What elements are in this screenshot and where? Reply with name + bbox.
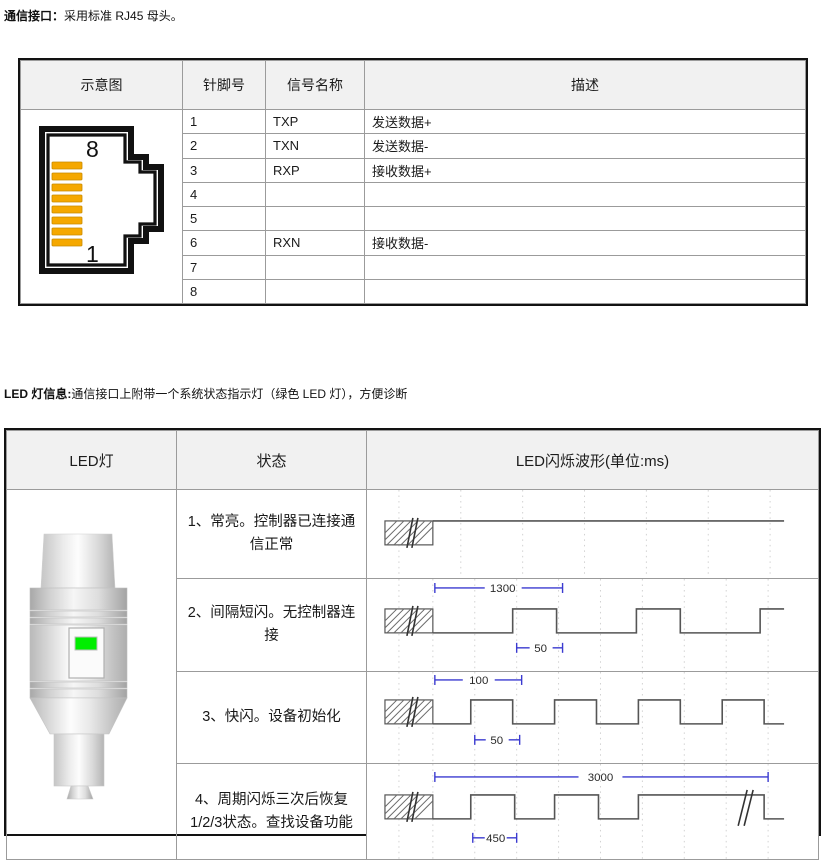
dimension-label-50a: 50 [534, 643, 547, 655]
led-header-wave: LED闪烁波形(单位:ms) [366, 430, 819, 490]
led-status-table: LED灯 状态 LED闪烁波形(单位:ms) [4, 428, 821, 860]
dimension-label-1300: 1300 [490, 583, 516, 595]
table-row: 5 [21, 205, 806, 232]
led-intro-note: LED 灯信息:通信接口上附带一个系统状态指示灯（绿色 LED 灯），方便诊断 [4, 386, 407, 402]
signal-name-cell [265, 254, 365, 280]
led-state-cell: 1、常亮。控制器已连接通信正常 [176, 489, 367, 579]
table-row: 2 TXN 发送数据- [21, 133, 806, 159]
led-state-cell: 3、快闪。设备初始化 [176, 670, 367, 765]
rj45-pin1-label: 1 [86, 241, 99, 267]
signal-name-cell [265, 181, 365, 208]
rj45-intro-label: 通信接口： [4, 9, 65, 23]
pin-number-cell: 8 [182, 278, 266, 305]
led-header-lamp: LED灯 [6, 430, 177, 490]
waveform-slow-blink: 1300 [367, 578, 818, 671]
table-row: 6 RXN 接收数据- [21, 230, 806, 256]
pin-number-cell: 1 [182, 108, 266, 135]
pinout-header-row: 示意图 针脚号 信号名称 描述 [20, 60, 806, 110]
dimension-label-3000: 3000 [588, 772, 614, 784]
led-header-row: LED灯 状态 LED闪烁波形(单位:ms) [6, 430, 819, 490]
description-cell [364, 205, 806, 232]
led-intro-label: LED 灯信息: [4, 387, 72, 401]
signal-name-cell [265, 205, 365, 232]
rj45-pinout-table: 示意图 针脚号 信号名称 描述 [18, 58, 808, 306]
rj45-pin8-label: 8 [86, 136, 99, 162]
signal-name-cell: RXP [265, 157, 365, 183]
pin-number-cell: 2 [182, 133, 266, 159]
description-cell [364, 254, 806, 280]
led-waveform-cell-1 [366, 489, 819, 579]
led-waveform-cell-2: 1300 [366, 577, 819, 672]
pin-number-cell: 7 [182, 254, 266, 280]
waveform-svg-4: 3000 [384, 764, 785, 860]
waveform-svg-3: 100 [384, 671, 785, 764]
document-page: 通信接口：采用标准 RJ45 母头。 示意图 针脚号 信号名称 描述 [4, 8, 821, 860]
rj45-intro-note: 通信接口：采用标准 RJ45 母头。 [4, 8, 183, 24]
table-row: 7 [21, 254, 806, 280]
pin-number-cell: 5 [182, 205, 266, 232]
led-waveform-cell-4: 3000 [366, 763, 819, 860]
rj45-jack-icon: 8 1 [38, 125, 164, 274]
pin-number-cell: 3 [182, 157, 266, 183]
pinout-header-diagram: 示意图 [20, 60, 183, 110]
dimension-label-450: 450 [486, 833, 505, 845]
led-intro-text: 通信接口上附带一个系统状态指示灯（绿色 LED 灯），方便诊断 [71, 387, 408, 401]
dimension-label-50b: 50 [490, 734, 503, 746]
description-cell [364, 181, 806, 208]
rj45-diagram-cell: 8 1 [20, 109, 183, 304]
led-state-cell: 4、周期闪烁三次后恢复1/2/3状态。查找设备功能 [176, 763, 367, 860]
description-cell: 接收数据- [364, 230, 806, 256]
table-row: 8 [21, 278, 806, 305]
waveform-triple-burst: 3000 [367, 764, 818, 860]
waveform-fast-blink: 100 [367, 671, 818, 764]
rj45-intro-text: 采用标准 RJ45 母头。 [64, 9, 183, 23]
rj45-connector-graphic: 8 1 [21, 110, 182, 303]
signal-name-cell: TXP [265, 108, 365, 135]
led-state-cell: 2、间隔短闪。无控制器连接 [176, 577, 367, 672]
signal-name-cell: TXN [265, 133, 365, 159]
signal-name-cell: RXN [265, 230, 365, 256]
green-led-indicator [74, 636, 97, 651]
led-header-state: 状态 [176, 430, 367, 490]
table-row: 1、常亮。控制器已连接通信正常 [6, 488, 819, 860]
pinout-header-signal: 信号名称 [265, 60, 365, 110]
led-image-cell [6, 488, 177, 860]
pinout-header-desc: 描述 [364, 60, 806, 110]
waveform-svg-2: 1300 [384, 578, 785, 671]
led-waveform-cell-3: 100 [366, 670, 819, 765]
led-connector-graphic [7, 490, 176, 859]
waveform-svg-1 [384, 490, 785, 578]
dimension-label-100: 100 [469, 675, 488, 687]
description-cell: 发送数据- [364, 133, 806, 159]
table-row: 8 1 1 TXP 发送数据+ [20, 108, 806, 304]
waveform-constant-high [367, 490, 818, 578]
pin-number-cell: 6 [182, 230, 266, 256]
description-cell: 接收数据+ [364, 157, 806, 183]
pin-number-cell: 4 [182, 181, 266, 208]
table-row: 2、间隔短闪。无控制器连接 [7, 577, 819, 672]
signal-name-cell [265, 278, 365, 305]
pinout-header-pin: 针脚号 [182, 60, 266, 110]
table-row: 3、快闪。设备初始化 [7, 670, 819, 765]
description-cell [364, 278, 806, 305]
led-connector-icon [28, 533, 127, 799]
description-cell: 发送数据+ [364, 108, 806, 135]
